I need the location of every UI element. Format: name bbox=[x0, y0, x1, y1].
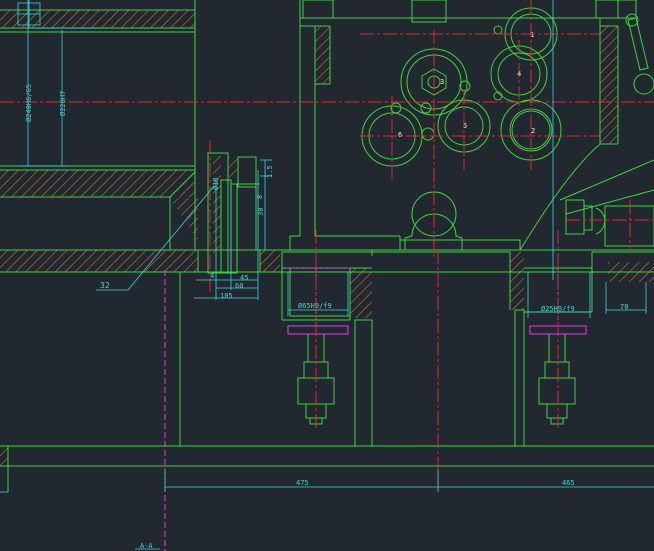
bolt-right bbox=[538, 333, 576, 425]
section-label: A-A bbox=[140, 542, 153, 550]
hatch-bearing-right bbox=[510, 252, 524, 310]
hatch-base-left bbox=[0, 250, 198, 272]
dim-fit-left: Ø65H9/f9 bbox=[298, 302, 332, 310]
hatch-mid-body bbox=[0, 170, 195, 197]
hatch-col-left bbox=[315, 26, 330, 84]
dim-span-right: 465 bbox=[562, 479, 575, 487]
center-lines bbox=[0, 0, 654, 490]
dim-small-b: 1.5 bbox=[266, 165, 274, 178]
gear-number-5: 5 bbox=[463, 122, 467, 130]
hatch-wedge bbox=[170, 198, 198, 240]
dim-d18: Ø18 bbox=[212, 177, 220, 190]
dim-w105: 105 bbox=[220, 292, 233, 300]
dim-span-left: 475 bbox=[296, 479, 309, 487]
dim-bore-inner: Ø220H7 bbox=[59, 91, 67, 116]
hatch-top-shaft bbox=[0, 10, 195, 28]
dim-small-a: 8 bbox=[256, 195, 264, 199]
dim-h30: 30 bbox=[257, 208, 265, 216]
hatched-sections bbox=[0, 10, 654, 466]
dim-w45: 45 bbox=[240, 274, 248, 282]
dim-bore-outer: Ø240H6/G5 bbox=[25, 84, 33, 122]
hatch-sleeve bbox=[213, 153, 221, 253]
gear-number-1: 1 bbox=[530, 31, 534, 39]
hatch-collar bbox=[228, 157, 238, 177]
dim-w4: 4 bbox=[210, 272, 214, 280]
right-lever bbox=[625, 13, 654, 95]
dimension-text: Ø240H6/G5 Ø220H7 Ø18 8 1.5 4 45 60 105 3… bbox=[25, 84, 628, 550]
dim-w60: 60 bbox=[235, 282, 243, 290]
gear-number-6: 6 bbox=[398, 131, 402, 139]
gear-number-2: 2 bbox=[531, 127, 535, 135]
hatch-bearing-left bbox=[350, 268, 372, 318]
dim-fit-right: Ø25H9/f9 bbox=[541, 305, 575, 313]
hatch-col-right bbox=[600, 26, 618, 144]
dim-w70: 70 bbox=[620, 303, 628, 311]
hatch-base-cap bbox=[260, 250, 280, 272]
hatch-bottom-left bbox=[0, 448, 8, 466]
gear-number-3: 3 bbox=[440, 78, 444, 86]
part-label-32: 32 bbox=[100, 281, 110, 290]
